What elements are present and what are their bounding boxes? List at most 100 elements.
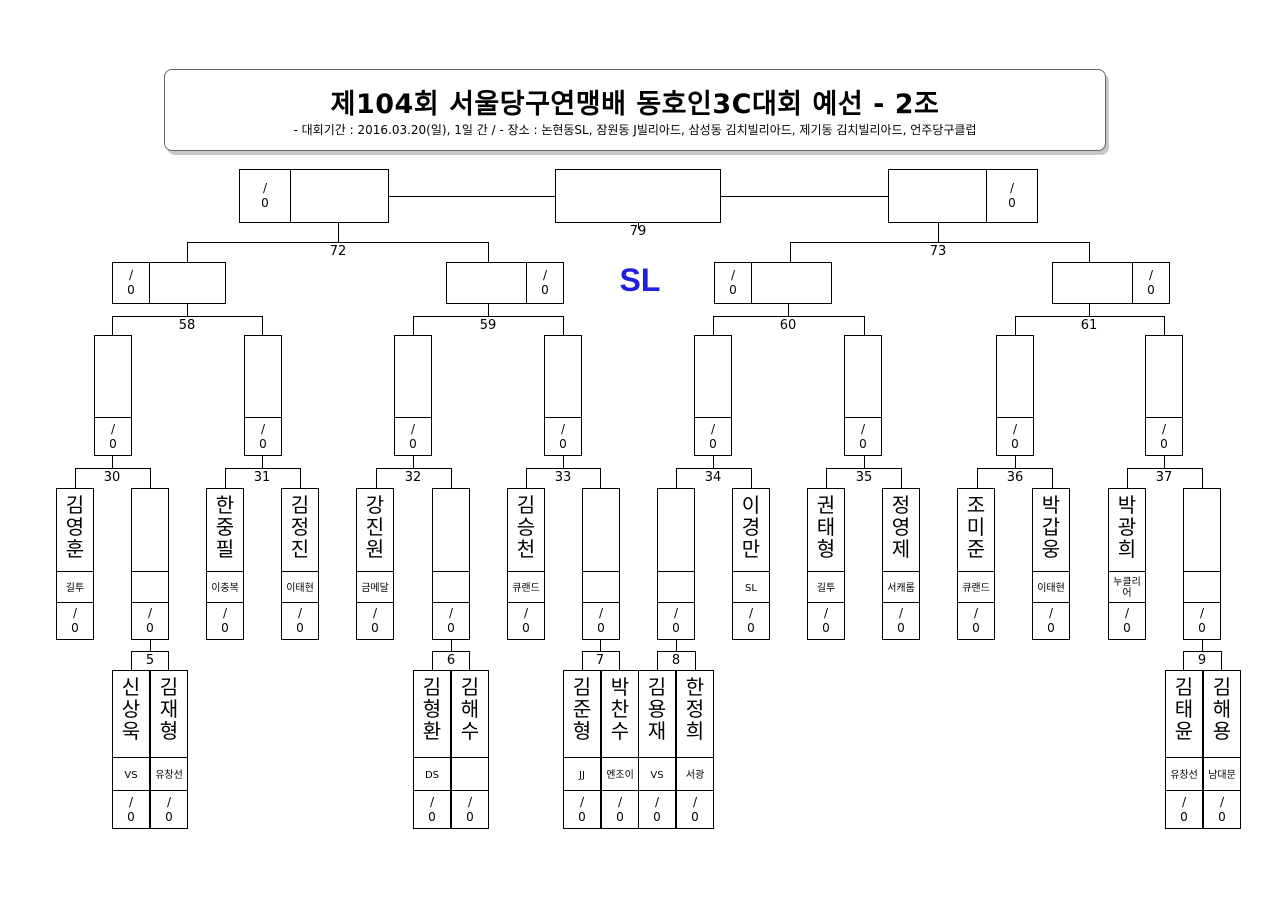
bracket-line [600, 468, 601, 489]
bracket-line [338, 223, 339, 243]
score-box: /0 [733, 602, 769, 639]
bracket-line [695, 651, 696, 671]
score-box: /0 [132, 602, 168, 639]
score-box: /0 [282, 602, 318, 639]
match-number: 59 [479, 318, 497, 333]
score-box: /0 [883, 602, 919, 639]
score-value: 0 [466, 809, 474, 824]
winner-slot: /0 [544, 335, 582, 456]
score-separator: / [166, 794, 172, 809]
bracket-line [676, 468, 677, 489]
bracket-line [75, 468, 76, 489]
score-box: /0 [112, 262, 150, 304]
bracket-line [75, 468, 151, 469]
score-value: 0 [259, 436, 267, 451]
score-value: 0 [1011, 436, 1019, 451]
score-value: 0 [1198, 621, 1206, 635]
player-name: 김태윤 [1174, 675, 1194, 743]
score-box: /0 [602, 790, 638, 828]
player-name: 김형환 [422, 675, 442, 743]
score-value: 0 [146, 621, 154, 635]
winner-slot: /0 [996, 335, 1034, 456]
bracket-line [168, 651, 169, 671]
player-name: 김승천 [516, 493, 536, 561]
score-separator: / [372, 606, 378, 620]
score-value: 0 [1047, 621, 1055, 635]
bracket-line [563, 456, 564, 469]
score-box: /0 [433, 602, 469, 639]
score-separator: / [823, 606, 829, 620]
score-separator: / [860, 421, 866, 436]
player-club: 이태현 [282, 571, 318, 604]
player-name: 신상욱 [121, 675, 141, 743]
player-club: VS [113, 757, 149, 792]
player-slot: 김해수/0 [451, 670, 489, 829]
player-club: 길투 [57, 571, 93, 604]
player-club: 엔조이 [602, 757, 638, 792]
score-box: /0 [452, 790, 488, 828]
player-name [1184, 489, 1220, 571]
bracket-line [901, 468, 902, 489]
match-number: 35 [855, 470, 873, 485]
score-separator: / [1181, 794, 1187, 809]
score-value: 0 [897, 621, 905, 635]
score-value: 0 [409, 436, 417, 451]
score-box: /0 [986, 169, 1038, 223]
bracket-line [150, 640, 151, 652]
player-name: 이경만 [741, 493, 761, 561]
score-value: 0 [1180, 809, 1188, 824]
score-box: /0 [1166, 790, 1202, 828]
score-separator: / [1148, 268, 1154, 282]
player-club [452, 757, 488, 792]
player-club: 누클리어 [1109, 571, 1145, 604]
player-club [583, 571, 619, 604]
bracket-line [1202, 640, 1203, 652]
bracket-line [131, 651, 132, 671]
venue-label: SL [619, 262, 661, 298]
score-separator: / [467, 794, 473, 809]
bracket-line [1183, 651, 1184, 671]
score-separator: / [72, 606, 78, 620]
score-value: 0 [653, 809, 661, 824]
match-number: 36 [1006, 470, 1024, 485]
score-value: 0 [747, 621, 755, 635]
score-value: 0 [709, 436, 717, 451]
score-value: 0 [729, 283, 737, 297]
match-number: 34 [704, 470, 722, 485]
bracket-line [469, 651, 470, 671]
score-box: /0 [1184, 602, 1220, 639]
player-name: 강진원 [365, 493, 385, 561]
bracket-line [526, 468, 527, 489]
player-club: 큐랜드 [958, 571, 994, 604]
player-name: 김용재 [647, 675, 667, 743]
bracket-line [413, 316, 414, 336]
winner-slot: /0 [1145, 335, 1183, 456]
player-name [132, 489, 168, 571]
bracket-line [563, 316, 564, 336]
score-separator: / [598, 606, 604, 620]
score-separator: / [710, 421, 716, 436]
score-box: /0 [151, 790, 187, 828]
bracket-line [751, 468, 752, 489]
score-value: 0 [672, 621, 680, 635]
player-club: VS [639, 757, 675, 792]
winner-name-box [555, 169, 721, 223]
score-separator: / [748, 606, 754, 620]
player-club [658, 571, 694, 604]
player-club: 서캐롬 [883, 571, 919, 604]
score-value: 0 [71, 621, 79, 635]
match-number: 6 [446, 653, 456, 668]
player-club: SL [733, 571, 769, 604]
bracket-line [619, 651, 620, 671]
score-separator: / [147, 606, 153, 620]
player-club: JJ [564, 757, 600, 792]
score-separator: / [448, 606, 454, 620]
bracket-line [187, 304, 188, 317]
bracket-line [187, 242, 188, 263]
